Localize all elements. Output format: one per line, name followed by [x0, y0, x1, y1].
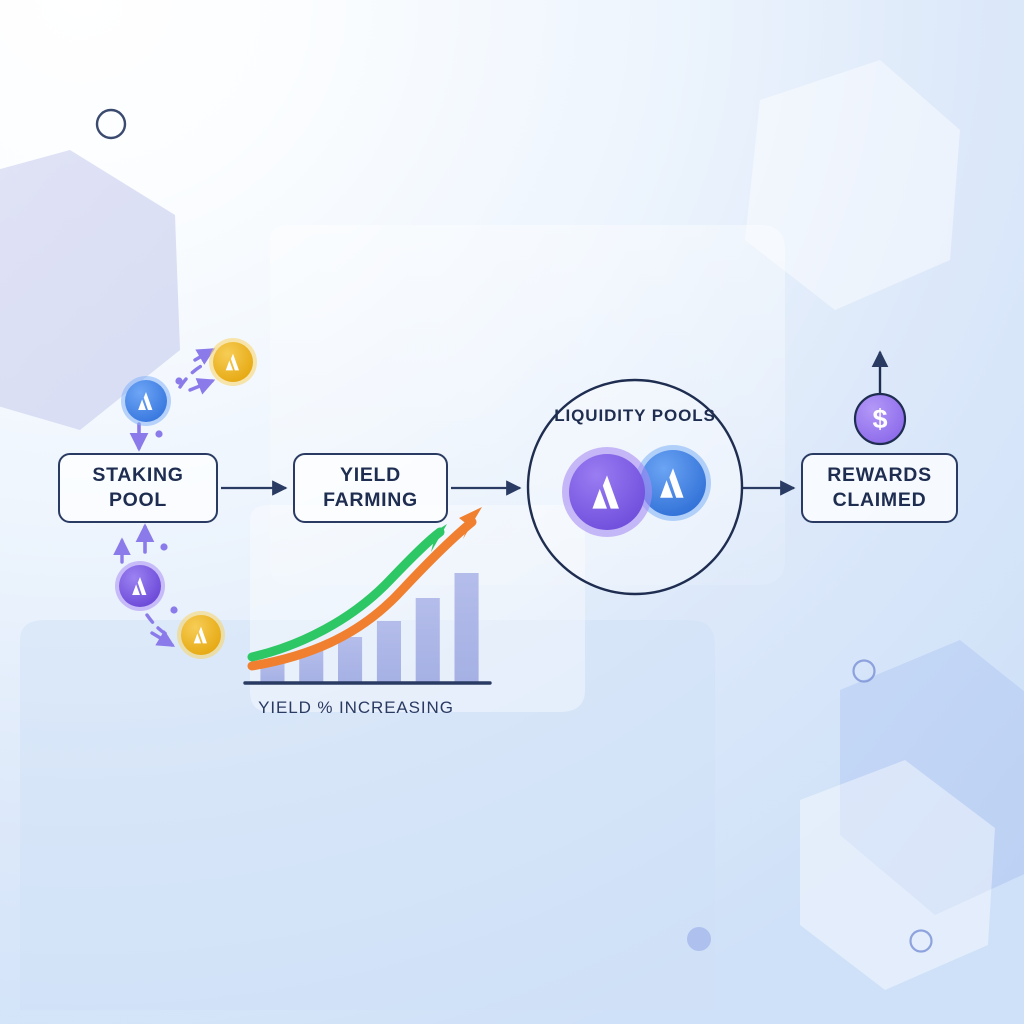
- node-staking-pool-line1: STAKING: [92, 464, 184, 487]
- decor-ring-right: [852, 659, 876, 683]
- decor-dot-bottom: [687, 927, 711, 951]
- hex-shape-bottom-center: [800, 760, 995, 990]
- node-rewards-claimed-line1: REWARDS: [827, 464, 932, 487]
- decor-ring-top-left: [95, 108, 127, 140]
- decor-ring-bottom: [909, 929, 933, 953]
- panel-shape-lower: [20, 620, 715, 1010]
- node-rewards-claimed-line2: CLAIMED: [832, 489, 927, 511]
- hex-shape-bottom-right: [840, 640, 1024, 915]
- panel-shape-mid: [250, 505, 585, 712]
- liquidity-pools-label: LIQUIDITY POOLS: [554, 406, 716, 425]
- node-yield-farming-line2: FARMING: [323, 489, 418, 511]
- node-rewards-claimed[interactable]: REWARDS CLAIMED: [801, 453, 958, 523]
- hex-shape-left: [0, 150, 180, 430]
- node-staking-pool-line2: POOL: [108, 489, 168, 511]
- hex-shape-top-right: [745, 60, 960, 310]
- node-yield-farming[interactable]: YIELD FARMING: [293, 453, 448, 523]
- chart-caption: YIELD % INCREASING: [258, 698, 454, 717]
- node-staking-pool[interactable]: STAKING POOL: [58, 453, 218, 523]
- node-yield-farming-line1: YIELD: [340, 464, 401, 487]
